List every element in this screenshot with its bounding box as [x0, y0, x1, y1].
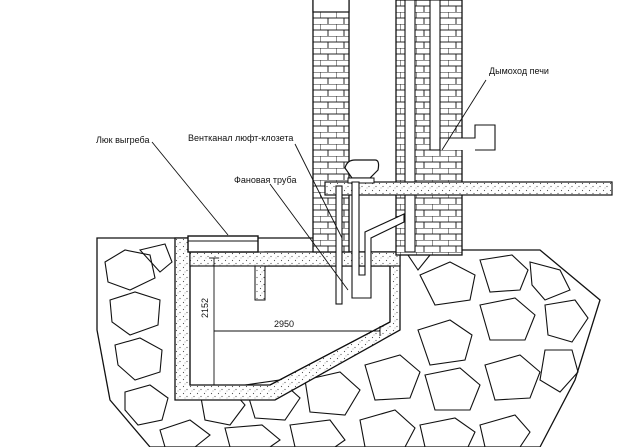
dimension-width: 2950 [274, 319, 294, 329]
ground-soil [96, 237, 601, 447]
floor-slab [324, 181, 613, 196]
pit-hatch [187, 235, 259, 253]
vent-label: Вентканал люфт-клозета [188, 133, 293, 143]
sewer-pipes [335, 181, 405, 305]
hatch-label: Люк выгреба [96, 135, 150, 145]
pit-slab [189, 251, 401, 267]
dimension-lines [209, 257, 381, 386]
toilet-wall [312, 0, 350, 253]
chimney-label: Дымоход печи [489, 66, 549, 76]
toilet-icon [344, 159, 380, 184]
leader-lines [151, 79, 487, 291]
vent-pipe [335, 185, 343, 305]
pipe-label: Фановая труба [234, 175, 296, 185]
chimney-flue-right [429, 0, 441, 151]
chimney-wall [395, 0, 496, 256]
fan-pipe [351, 181, 405, 299]
dimension-height: 2152 [200, 298, 210, 318]
ground-stones [104, 243, 589, 447]
chimney-flue-left [404, 0, 416, 253]
septic-pit [174, 235, 401, 401]
